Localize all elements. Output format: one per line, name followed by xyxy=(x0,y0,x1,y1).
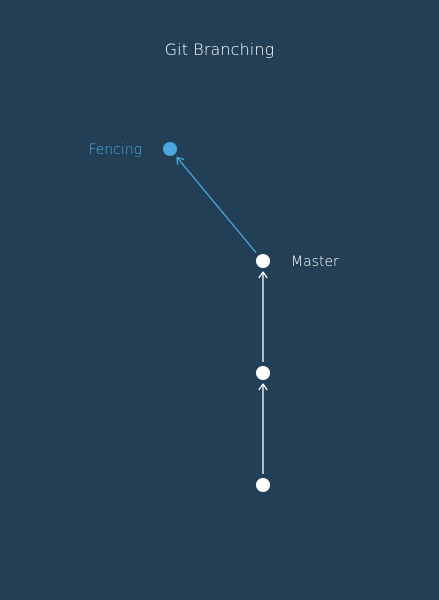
arrowhead-c2 xyxy=(258,383,268,391)
arrowhead-c4 xyxy=(176,156,185,165)
commit-node-c4 xyxy=(163,142,177,156)
commit-node-c3 xyxy=(256,254,270,268)
edge-c3-c4 xyxy=(176,157,257,253)
diagram-title: Git Branching xyxy=(164,40,275,59)
commit-node-c2 xyxy=(256,366,270,380)
branch-label-fencing: Fencing xyxy=(88,142,142,158)
arrowhead-c3 xyxy=(258,271,268,279)
commit-node-c1 xyxy=(256,478,270,492)
branch-label-master: Master xyxy=(291,254,339,270)
